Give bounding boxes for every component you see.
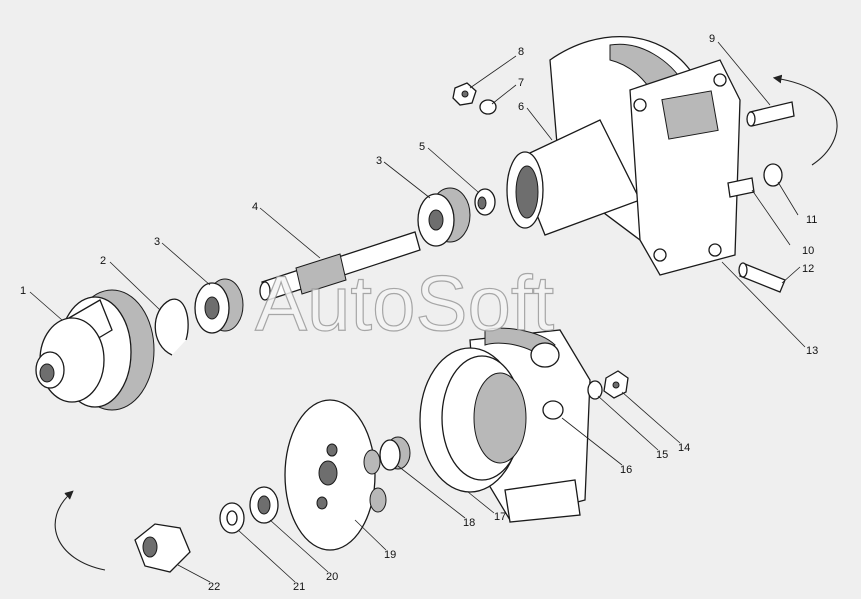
part-2-snap-ring bbox=[154, 298, 189, 356]
part-20-bearing bbox=[249, 486, 279, 524]
part-10-pin bbox=[727, 177, 755, 198]
callout-20: 20 bbox=[326, 571, 338, 583]
part-3-bearing-right bbox=[417, 187, 471, 247]
callout-3-left: 3 bbox=[154, 236, 160, 248]
part-22-nut bbox=[134, 523, 191, 573]
part-8-nut bbox=[452, 82, 477, 106]
callout-9: 9 bbox=[709, 33, 715, 45]
callout-3-right: 3 bbox=[376, 155, 382, 167]
watermark-text: AutoSoft bbox=[255, 259, 555, 347]
callout-12: 12 bbox=[802, 263, 814, 275]
part-17-seal-ring bbox=[419, 347, 527, 493]
part-19-flange-disc bbox=[284, 399, 387, 551]
callout-15: 15 bbox=[656, 449, 668, 461]
callout-1: 1 bbox=[20, 285, 26, 297]
callout-19: 19 bbox=[384, 549, 396, 561]
part-6-housing bbox=[506, 35, 741, 276]
rotation-arrow-top-right bbox=[772, 74, 838, 166]
part-7-washer bbox=[479, 99, 497, 115]
callout-22: 22 bbox=[208, 581, 220, 593]
callout-7: 7 bbox=[518, 77, 524, 89]
part-21-washer bbox=[219, 502, 245, 534]
part-11-washer bbox=[763, 163, 783, 187]
callout-8: 8 bbox=[518, 46, 524, 58]
callout-10: 10 bbox=[802, 245, 814, 257]
leader-lines bbox=[29, 41, 806, 583]
callout-14: 14 bbox=[678, 442, 690, 454]
part-1-pulley-hub bbox=[35, 289, 155, 411]
part-3-bearing-left bbox=[194, 278, 244, 334]
part-4-shaft bbox=[259, 231, 421, 301]
rotation-arrow-bottom-left bbox=[54, 490, 106, 571]
callout-21: 21 bbox=[293, 581, 305, 593]
part-18-sleeve bbox=[379, 436, 411, 471]
part-15-washer bbox=[587, 380, 603, 400]
part-12-stud bbox=[738, 262, 786, 293]
callout-16: 16 bbox=[620, 464, 632, 476]
callout-4: 4 bbox=[252, 201, 258, 213]
callout-5: 5 bbox=[419, 141, 425, 153]
callout-18: 18 bbox=[463, 517, 475, 529]
callout-11: 11 bbox=[806, 214, 817, 226]
part-5-bushing bbox=[474, 188, 496, 216]
callout-17: 17 bbox=[494, 511, 506, 523]
part-9-stud bbox=[746, 101, 795, 127]
callout-13: 13 bbox=[806, 345, 818, 357]
callout-6: 6 bbox=[518, 101, 524, 113]
part-14-nut bbox=[603, 370, 629, 399]
callout-2: 2 bbox=[100, 255, 106, 267]
